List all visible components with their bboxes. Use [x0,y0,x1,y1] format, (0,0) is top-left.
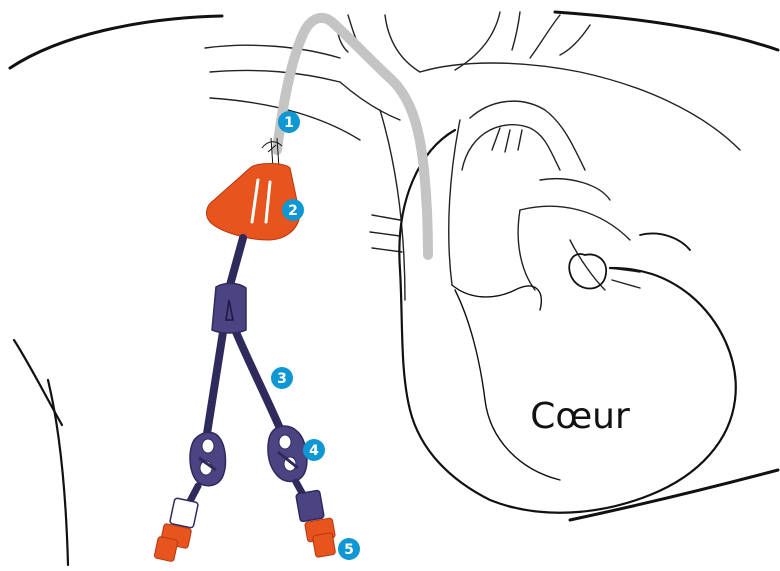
catheter-lumens [206,238,285,440]
marker-5: 5 [338,538,360,560]
pulmonary-branch [540,179,610,200]
neck-line-3 [385,15,420,72]
left-connector [154,486,199,562]
right-connector-body [296,490,324,522]
left-clamp [190,432,225,485]
svg-text:2: 2 [288,203,298,219]
left-chest-line [48,380,68,565]
neck-line-5 [512,12,520,50]
y-hub [212,283,246,333]
pulmonary-trunk [520,206,630,240]
right-connector [296,482,336,558]
clavicle-bottom [210,70,340,82]
ascending-aorta [518,210,535,290]
vessels [205,12,740,300]
heart-chamber-line [455,290,560,480]
body-outline [10,12,778,565]
marker-2: 2 [282,199,304,221]
svc-left [380,110,405,300]
marker-4: 4 [303,439,325,461]
aortic-arch-top [420,63,740,150]
left-connector-body [170,498,199,528]
left-lumen [206,332,223,440]
right-atrium-curve [452,285,541,310]
left-shoulder-line [10,16,222,68]
organ-label: Cœur [530,396,630,437]
neck-line-6 [530,15,560,58]
brachio-line [560,25,590,55]
right-clamp [268,426,307,482]
catheter-line [277,18,428,255]
aorta-arch-inner [470,101,585,170]
y-hub-body [212,283,246,333]
upper-lumen [230,238,243,285]
svg-text:1: 1 [284,115,294,131]
clavicle-top [205,45,340,58]
ribs-hint-left [370,215,402,252]
atrial-appendage [569,254,606,288]
lower-right-rib-line [570,470,778,520]
ribs-hint-top [492,128,522,152]
aorta-arch-outer [462,125,560,170]
neck-line-4 [455,12,500,70]
svg-text:4: 4 [309,443,319,459]
vein-left-mid [340,82,400,120]
svg-text:5: 5 [344,542,354,558]
right-shoulder-line [555,12,778,50]
svc-right [449,120,460,285]
pulmonary-vein-right [640,233,690,250]
marker-1: 1 [278,111,300,133]
svg-text:3: 3 [277,371,287,387]
marker-3: 3 [271,367,293,389]
